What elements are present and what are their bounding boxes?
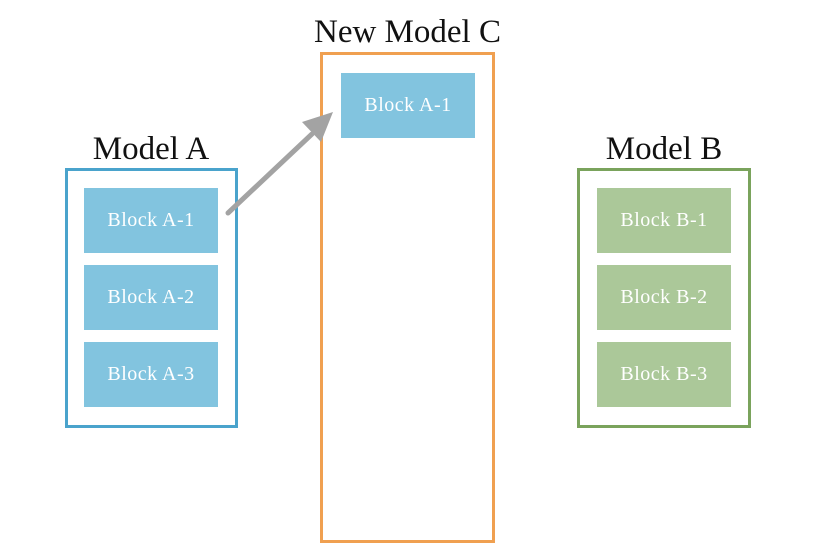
model-a-title: Model A <box>92 131 210 167</box>
model-c-title: New Model C <box>314 14 501 50</box>
model-a-block-3: Block A-3 <box>84 342 218 407</box>
model-c-block-1: Block A-1 <box>341 73 475 138</box>
model-b-container <box>577 168 751 428</box>
model-b-block-3: Block B-3 <box>597 342 731 407</box>
model-a-block-1: Block A-1 <box>84 188 218 253</box>
model-a-container <box>65 168 238 428</box>
model-b-block-1: Block B-1 <box>597 188 731 253</box>
model-a-block-2: Block A-2 <box>84 265 218 330</box>
model-c-container <box>320 52 495 543</box>
model-b-block-2: Block B-2 <box>597 265 731 330</box>
model-b-title: Model B <box>605 131 723 167</box>
copy-arrow-shaft <box>225 131 315 216</box>
